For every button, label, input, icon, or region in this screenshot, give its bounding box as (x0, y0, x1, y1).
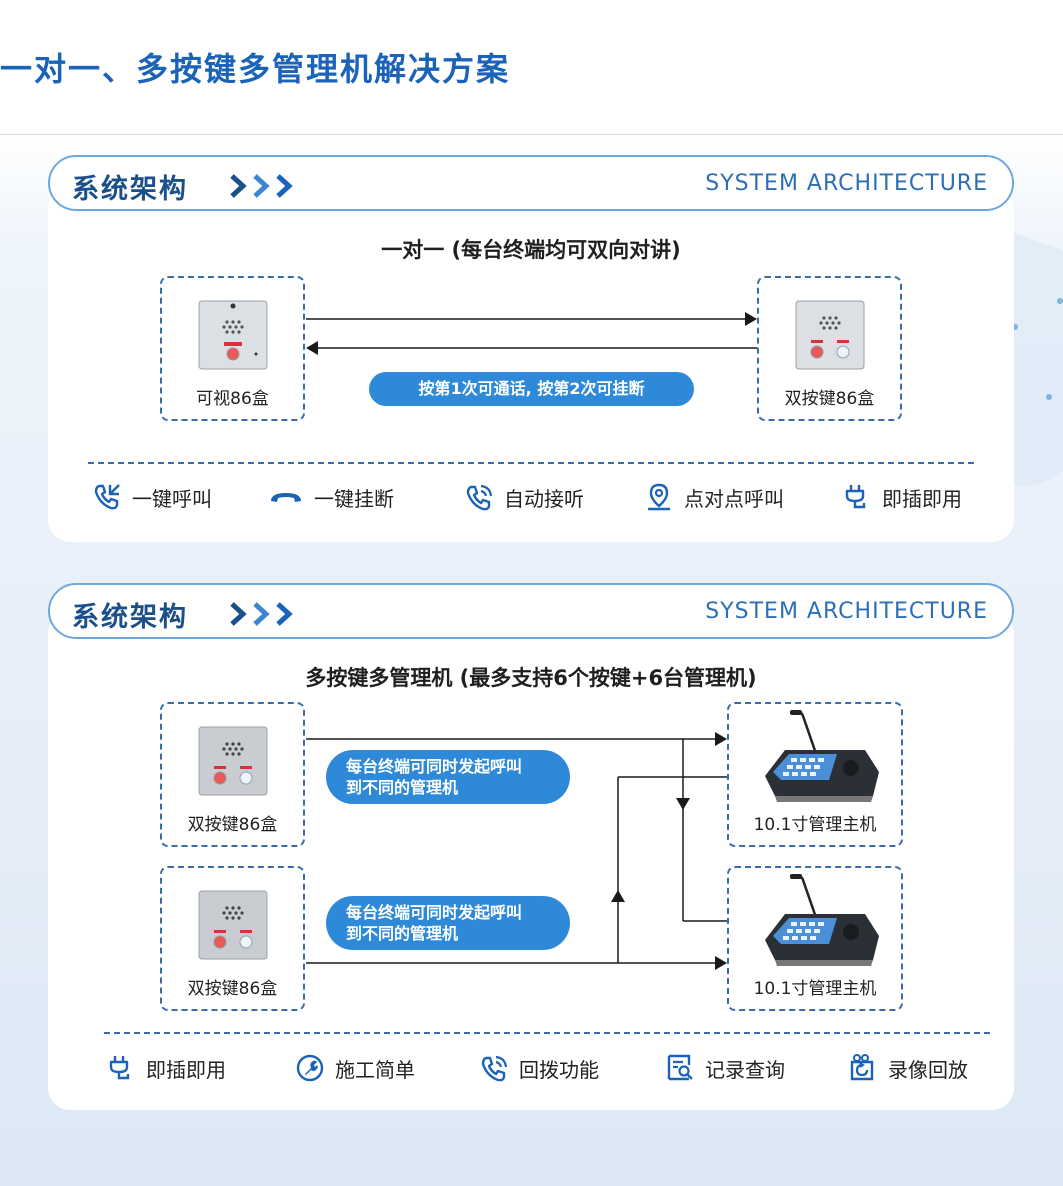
section1-header: 系统架构 SYSTEM ARCHITECTURE (48, 155, 1014, 211)
dual-button-panel-icon (795, 300, 865, 370)
section2-header: 系统架构 SYSTEM ARCHITECTURE (48, 583, 1014, 639)
section2-diagram-heading: 多按键多管理机 (最多支持6个按键+6台管理机) (305, 666, 757, 690)
feature-auto-answer: 自动接听 (464, 482, 644, 512)
video-replay-icon (850, 1054, 874, 1081)
callback-icon (481, 1055, 508, 1082)
management-console-icon (765, 874, 879, 966)
section2-note-2: 每台终端可同时发起呼叫 到不同的管理机 (326, 896, 570, 950)
feature-record-query: 记录查询 (665, 1053, 848, 1083)
intercom-panel-icon (198, 300, 268, 370)
feature-easy-install: 施工简单 (295, 1053, 479, 1083)
console-device-2: 10.1寸管理主机 (727, 866, 903, 1011)
feature-label: 回拨功能 (519, 1057, 599, 1082)
phone-call-icon (94, 484, 120, 510)
feature-label: 自动接听 (504, 486, 584, 511)
chevrons-icon (230, 602, 293, 626)
feature-video-playback: 录像回放 (848, 1053, 968, 1083)
section2-divider (104, 1032, 990, 1034)
section2-subtitle-en: SYSTEM ARCHITECTURE (705, 599, 988, 624)
console-label: 10.1寸管理主机 (753, 979, 877, 999)
dual-button-panel-icon (198, 890, 268, 960)
console-label: 10.1寸管理主机 (753, 815, 877, 835)
section1-diagram-heading: 一对一 (每台终端均可双向对讲) (381, 238, 681, 262)
feature-plug-and-play: 即插即用 (106, 1053, 295, 1083)
section2-panel (48, 612, 1014, 1110)
terminal-label: 双按键86盒 (187, 815, 278, 835)
feature-label: 一键挂断 (314, 486, 394, 511)
feature-label: 记录查询 (705, 1057, 785, 1082)
dual-button-86-box-device: 双按键86盒 (757, 276, 902, 421)
video-86-box-label: 可视86盒 (196, 389, 269, 409)
plug-icon (109, 1056, 130, 1080)
note-line: 到不同的管理机 (346, 924, 459, 943)
section1-divider (88, 462, 974, 464)
feature-one-key-call: 一键呼叫 (92, 482, 268, 512)
feature-label: 即插即用 (882, 486, 962, 511)
feature-label: 录像回放 (888, 1057, 968, 1082)
location-pin-icon (648, 483, 670, 511)
dual-button-panel-icon (198, 726, 268, 796)
feature-plug-and-play: 即插即用 (842, 482, 962, 512)
title-divider (0, 134, 1063, 135)
management-console-icon (765, 710, 879, 802)
wrench-icon (296, 1054, 324, 1082)
note-line: 每台终端可同时发起呼叫 (346, 903, 523, 922)
section2-note-1: 每台终端可同时发起呼叫 到不同的管理机 (326, 750, 570, 804)
terminal-device-2: 双按键86盒 (160, 866, 305, 1011)
section2-feature-list: 即插即用 施工简单 回拨功能 记录查询 录像回放 (106, 1053, 968, 1083)
feature-callback: 回拨功能 (479, 1053, 665, 1083)
note-line: 每台终端可同时发起呼叫 (346, 757, 523, 776)
section1-title: 系统架构 (72, 174, 188, 205)
section1-call-note: 按第1次可通话, 按第2次可挂断 (369, 372, 694, 406)
section2-title: 系统架构 (72, 602, 188, 633)
plug-icon (845, 485, 866, 509)
terminal-device-1: 双按键86盒 (160, 702, 305, 847)
feature-label: 一键呼叫 (132, 486, 212, 511)
section1-feature-list: 一键呼叫 一键挂断 自动接听 点对点呼叫 即插即用 (92, 482, 962, 512)
page-title: 一对一、多按键多管理机解决方案 (0, 50, 511, 88)
chevrons-icon (230, 174, 293, 198)
feature-one-key-hangup: 一键挂断 (268, 482, 464, 512)
console-device-1: 10.1寸管理主机 (727, 702, 903, 847)
note-line: 到不同的管理机 (346, 778, 459, 797)
feature-point-to-point-call: 点对点呼叫 (644, 482, 842, 512)
feature-label: 施工简单 (335, 1057, 415, 1082)
feature-label: 点对点呼叫 (684, 486, 784, 511)
video-86-box-device: 可视86盒 (160, 276, 305, 421)
section1-subtitle-en: SYSTEM ARCHITECTURE (705, 171, 988, 196)
dual-button-86-box-label: 双按键86盒 (784, 389, 875, 409)
terminal-label: 双按键86盒 (187, 979, 278, 999)
hang-up-icon (271, 493, 301, 502)
phone-ringing-icon (466, 484, 493, 511)
feature-label: 即插即用 (146, 1057, 226, 1082)
record-search-icon (667, 1054, 693, 1081)
